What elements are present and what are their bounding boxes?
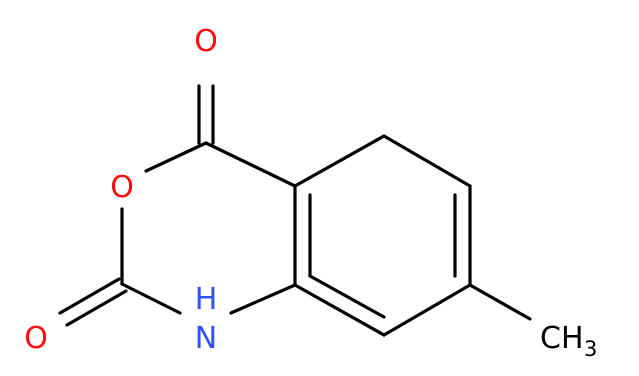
bond-c4-c4a — [204, 141, 297, 188]
atom-labels: O O O H N CH 3 — [24, 24, 597, 361]
atom-label-o-ring: O — [110, 170, 134, 205]
atom-label-o-top: O — [194, 24, 218, 59]
bond-c4a-c5 — [293, 134, 386, 188]
bond-c8-c8a — [293, 283, 386, 337]
bond-c7-c8 — [382, 283, 472, 337]
atom-label-methyl: CH — [540, 321, 584, 356]
bond-c5-c6 — [382, 134, 472, 188]
bond-c7-ch3 — [468, 283, 532, 321]
atom-label-o-left: O — [24, 321, 48, 356]
bond-c2-o-a — [58, 277, 121, 315]
atom-label-n: N — [195, 321, 217, 356]
bond-c2-n1 — [120, 282, 182, 315]
bond-lines — [58, 84, 532, 337]
bond-c2-o-b — [65, 289, 128, 327]
bond-c8-c8a-inner — [308, 274, 386, 319]
bond-n1-c8a — [229, 283, 297, 315]
atom-label-h: H — [195, 282, 218, 317]
bond-c4-o3 — [144, 141, 208, 173]
atom-label-methyl-subscript: 3 — [584, 337, 597, 361]
